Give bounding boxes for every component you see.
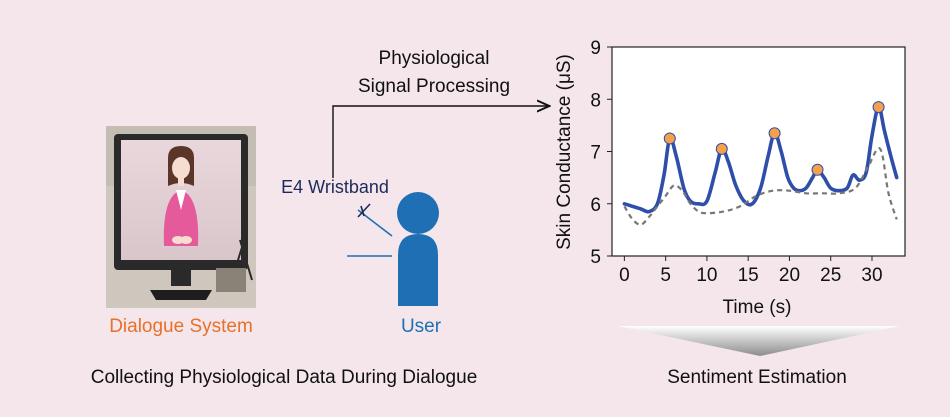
x-tick-label: 10 (696, 265, 717, 286)
dialogue-system-photo (106, 126, 256, 308)
y-tick-label: 6 (590, 195, 601, 216)
avatar-figure (163, 146, 199, 246)
y-tick-label: 9 (590, 38, 601, 59)
chart-plot-area (611, 46, 906, 257)
x-tick-label: 30 (861, 265, 882, 286)
peak-marker (663, 132, 676, 145)
x-tick-label: 20 (779, 265, 800, 286)
signal-processing-label-line2: Signal Processing (358, 76, 510, 97)
signal-arrow (332, 106, 548, 178)
wristband-icon (357, 203, 393, 237)
peak-marker (715, 142, 728, 155)
baseline-dashed-line (623, 147, 898, 226)
x-tick-label: 15 (738, 265, 759, 286)
x-tick-label: 0 (619, 265, 630, 286)
y-tick-label: 7 (590, 143, 601, 164)
x-tick-label: 25 (820, 265, 841, 286)
user-silhouette-icon (347, 192, 439, 306)
y-tick-label: 8 (590, 90, 601, 111)
dialogue-system-label: Dialogue System (109, 316, 253, 337)
wristband-label: E4 Wristband (281, 177, 389, 197)
down-arrow-funnel (618, 326, 900, 356)
y-axis-label: Skin Conductance (μS) (554, 54, 575, 250)
monitor-stand (150, 290, 212, 300)
peak-marker (811, 163, 824, 176)
y-tick-label: 5 (590, 247, 601, 268)
user-label: User (401, 316, 442, 337)
x-tick-label: 5 (660, 265, 671, 286)
sentiment-caption: Sentiment Estimation (667, 367, 847, 388)
peak-marker (872, 101, 885, 114)
x-axis-label: Time (s) (723, 297, 792, 318)
signal-processing-label-line1: Physiological (379, 48, 490, 69)
collecting-caption: Collecting Physiological Data During Dia… (91, 367, 478, 388)
peak-marker (768, 127, 781, 140)
